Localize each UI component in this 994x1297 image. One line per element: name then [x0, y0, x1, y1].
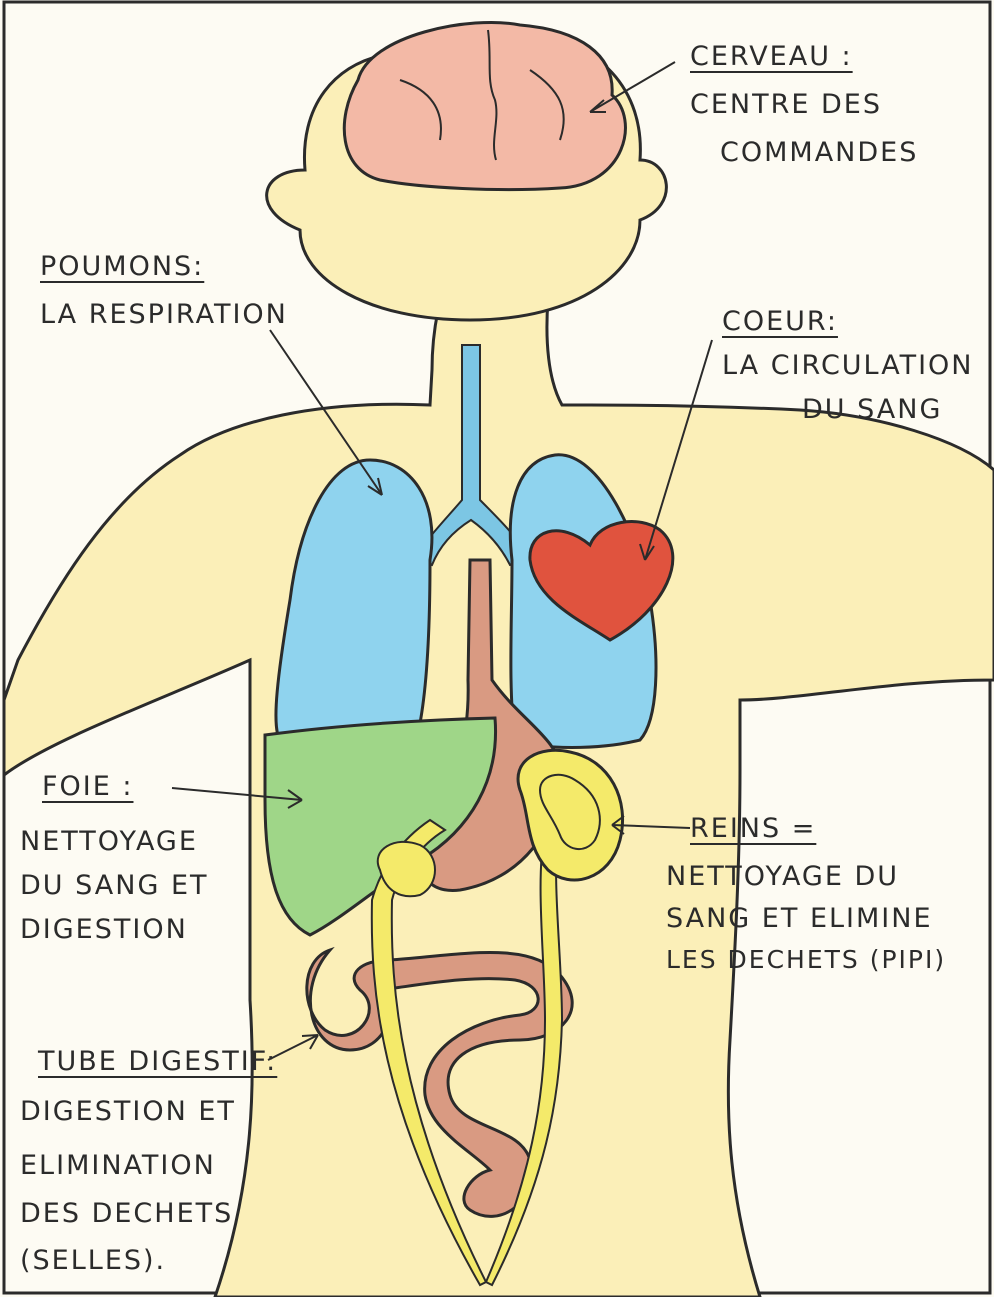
brain-shape	[344, 22, 625, 189]
heart-title: COEUR:	[722, 305, 974, 339]
label-gut-desc: DIGESTION ET ELIMINATION DES DECHETS (SE…	[20, 1095, 236, 1278]
brain-desc-2: COMMANDES	[720, 136, 918, 170]
heart-desc-1: LA CIRCULATION	[722, 349, 974, 383]
liver-desc-3: DIGESTION	[20, 913, 209, 947]
gut-desc-2: ELIMINATION	[20, 1149, 236, 1183]
gut-desc-1: DIGESTION ET	[20, 1095, 236, 1129]
lungs-title: POUMONS:	[40, 250, 288, 284]
label-gut: TUBE DIGESTIF:	[38, 1045, 277, 1079]
label-brain: CERVEAU : CENTRE DES COMMANDES	[690, 40, 918, 169]
liver-desc-2: DU SANG ET	[20, 869, 209, 903]
label-liver-desc: NETTOYAGE DU SANG ET DIGESTION	[20, 825, 209, 946]
kidneys-desc-1: NETTOYAGE DU	[666, 860, 946, 894]
gut-title: TUBE DIGESTIF:	[38, 1045, 277, 1079]
label-kidneys-desc: NETTOYAGE DU SANG ET ELIMINE LES DECHETS…	[666, 860, 946, 975]
label-kidneys: REINS =	[690, 812, 816, 846]
label-lungs: POUMONS: LA RESPIRATION	[40, 250, 288, 332]
brain-desc-1: CENTRE DES	[690, 88, 918, 122]
kidneys-desc-3: LES DECHETS (PIPI)	[666, 944, 946, 975]
gut-desc-3: DES DECHETS	[20, 1197, 236, 1231]
label-liver: FOIE :	[42, 770, 133, 804]
brain-title: CERVEAU :	[690, 40, 918, 74]
label-heart: COEUR: LA CIRCULATION DU SANG	[722, 305, 974, 426]
lungs-desc-1: LA RESPIRATION	[40, 298, 288, 332]
gut-desc-4: (SELLES).	[20, 1244, 236, 1278]
kidneys-title: REINS =	[690, 812, 816, 846]
liver-desc-1: NETTOYAGE	[20, 825, 209, 859]
liver-title: FOIE :	[42, 770, 133, 804]
kidneys-desc-2: SANG ET ELIMINE	[666, 902, 946, 936]
heart-desc-2: DU SANG	[802, 393, 974, 427]
